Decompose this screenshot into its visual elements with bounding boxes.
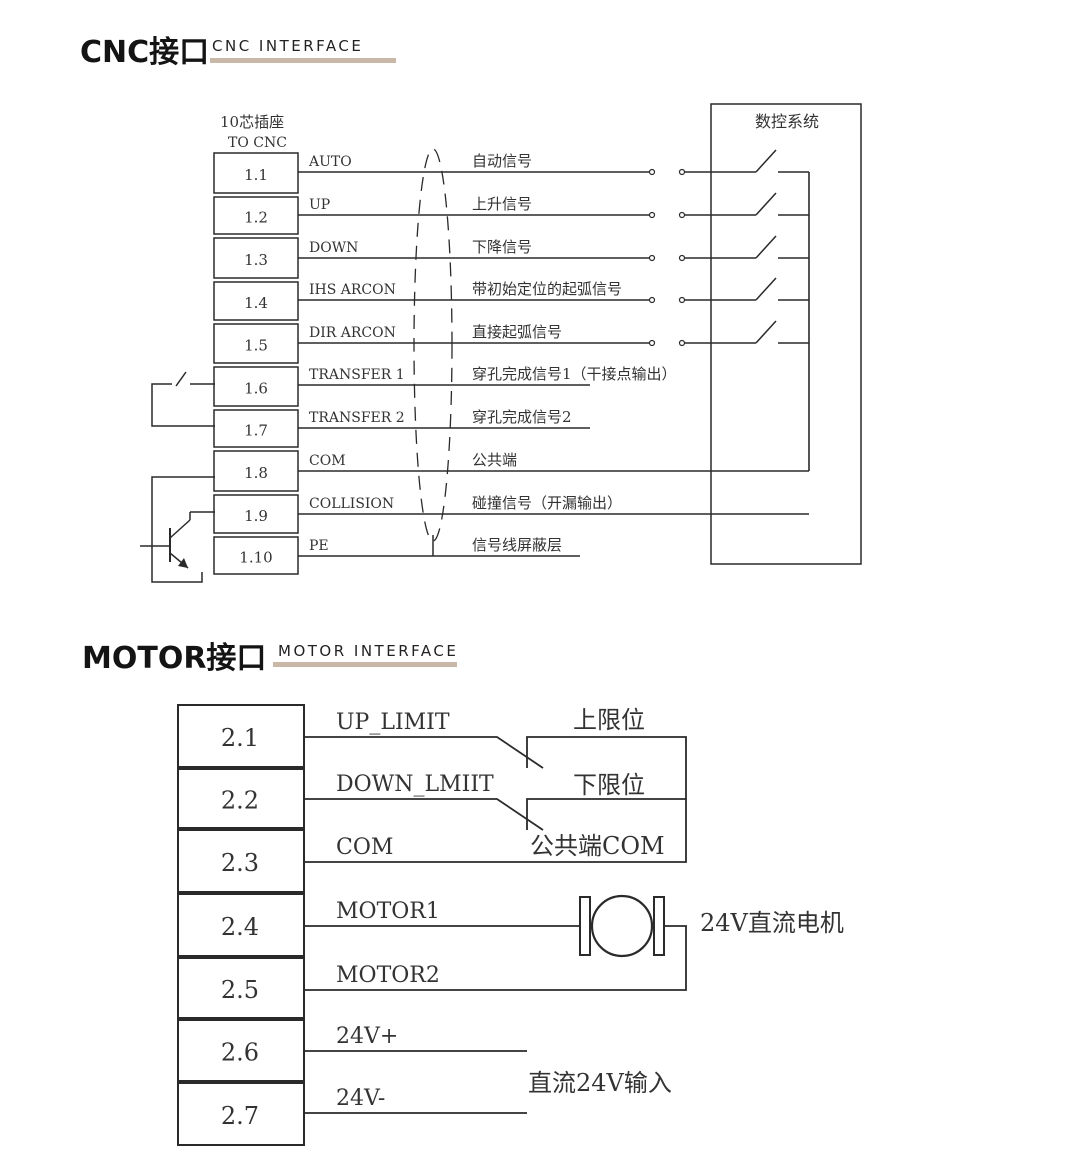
cnc-pin-name: DIR ARCON (309, 325, 396, 341)
cnc-pin-desc: 信号线屏蔽层 (472, 536, 562, 554)
motor-pin-box (177, 893, 305, 957)
motor-pin-box (177, 768, 305, 829)
terminal-dot (648, 168, 656, 176)
motor-pin-name: UP_LIMIT (336, 710, 450, 735)
terminal-dot (678, 168, 686, 176)
motor-subtitle: MOTOR INTERFACE (278, 642, 458, 660)
cnc-pin-number: 1.8 (244, 464, 268, 482)
cnc-pin-name: TRANSFER 1 (309, 367, 405, 383)
terminal-dot (678, 339, 686, 347)
cnc-pin-number: 1.5 (244, 337, 268, 355)
motor-pin-number: 2.4 (221, 913, 259, 941)
motor-pin-name: 24V- (336, 1086, 385, 1111)
cnc-system-box (710, 103, 862, 565)
com-label: 公共端COM (530, 832, 665, 860)
cnc-pin-desc: 下降信号 (472, 238, 532, 256)
cnc-pin-number: 1.7 (244, 422, 268, 440)
motor-pin-box (177, 704, 305, 768)
limit-switch-circuit (305, 736, 687, 863)
switch-contact (755, 149, 777, 173)
cnc-pin-desc: 上升信号 (472, 195, 532, 213)
cnc-pin-box (213, 152, 299, 194)
motor-pin-box (177, 829, 305, 893)
cnc-connector: 1.1 AUTO 自动信号 1.2 UP 上升信号 1.3 DOWN 下降信号 1.4 IHS AR… (213, 149, 809, 575)
cnc-pin-box (213, 281, 299, 321)
motor-pin-box (177, 1082, 305, 1146)
motor-pin-name: DOWN_LMIIT (336, 772, 494, 797)
cnc-pin-number: 1.9 (244, 507, 268, 525)
cnc-pin-number: 1.2 (244, 209, 268, 227)
cnc-pin-number: 1.10 (239, 549, 272, 567)
terminal-dot (678, 296, 686, 304)
cnc-pin-name: AUTO (308, 154, 352, 170)
cnc-pin-name: COLLISION (309, 496, 394, 512)
motor-pin-name: 24V+ (336, 1024, 398, 1049)
cnc-pin-number: 1.3 (244, 251, 268, 269)
cnc-pin-name: DOWN (309, 240, 358, 256)
cnc-pin-desc: 直接起弧信号 (472, 323, 562, 341)
motor-pin-box (177, 1019, 305, 1082)
switch-contact (755, 235, 777, 259)
terminal-dot (648, 211, 656, 219)
terminal-dot (678, 211, 686, 219)
switch-contact (755, 320, 777, 344)
cnc-connector-label: 10芯插座 (220, 113, 284, 131)
cnc-pin-name: TRANSFER 2 (309, 410, 405, 426)
motor-pin-box (177, 957, 305, 1019)
cnc-pin-desc: 公共端 (472, 451, 517, 469)
switch-contact (755, 277, 777, 301)
cnc-pin-name: IHS ARCON (309, 282, 396, 298)
up-limit-label: 上限位 (573, 706, 645, 734)
transfer-switch (151, 371, 215, 427)
motor-pin-name: MOTOR1 (336, 899, 440, 924)
motor-pin-name: COM (336, 835, 393, 860)
cnc-pin-number: 1.1 (244, 166, 268, 184)
cnc-pin-desc: 带初始定位的起弧信号 (472, 280, 622, 298)
dc-motor-icon (305, 894, 687, 991)
cnc-pin-name: PE (309, 538, 329, 554)
cnc-pin-box (213, 366, 299, 407)
cnc-pin-number: 1.6 (244, 380, 268, 398)
motor-pin-number: 2.5 (221, 976, 259, 1004)
motor-pin-number: 2.6 (221, 1039, 259, 1067)
terminal-dot (648, 296, 656, 304)
cnc-title: CNC接口 (80, 35, 209, 70)
cnc-pin-number: 1.4 (244, 294, 268, 312)
terminal-dot (648, 254, 656, 262)
cnc-pin-desc: 穿孔完成信号1（干接点输出） (472, 365, 677, 383)
dc-input-label: 直流24V输入 (528, 1069, 672, 1097)
motor-pin-name: MOTOR2 (336, 963, 440, 988)
cnc-pin-desc: 穿孔完成信号2 (472, 408, 572, 426)
motor-connector: 2.1 UP_LIMIT 2.2 DOWN_LMIIT 2.3 COM 2.4 MOTOR1 2… (177, 704, 494, 1146)
motor-accent-bar (273, 662, 457, 667)
motor-pin-number: 2.2 (221, 787, 259, 815)
cnc-pin-desc: 自动信号 (472, 152, 532, 170)
motor-title: MOTOR接口 (82, 641, 266, 676)
cnc-pin-desc: 碰撞信号（开漏输出） (472, 494, 622, 512)
cnc-connector-to: TO CNC (228, 135, 287, 151)
cnc-pin-name: UP (309, 197, 330, 213)
motor-pin-number: 2.1 (221, 724, 259, 752)
cnc-system-label: 数控系统 (755, 112, 819, 131)
switch-contact (755, 192, 777, 216)
terminal-dot (648, 339, 656, 347)
shield-ellipse (413, 148, 453, 542)
motor-label: 24V直流电机 (700, 909, 844, 937)
motor-pin-number: 2.7 (221, 1102, 259, 1130)
motor-pin-number: 2.3 (221, 849, 259, 877)
down-limit-label: 下限位 (573, 771, 645, 799)
terminal-dot (678, 254, 686, 262)
cnc-subtitle: CNC INTERFACE (212, 37, 363, 55)
transistor-icon (140, 476, 215, 583)
cnc-pin-name: COM (309, 453, 346, 469)
cnc-accent-bar (210, 58, 396, 63)
